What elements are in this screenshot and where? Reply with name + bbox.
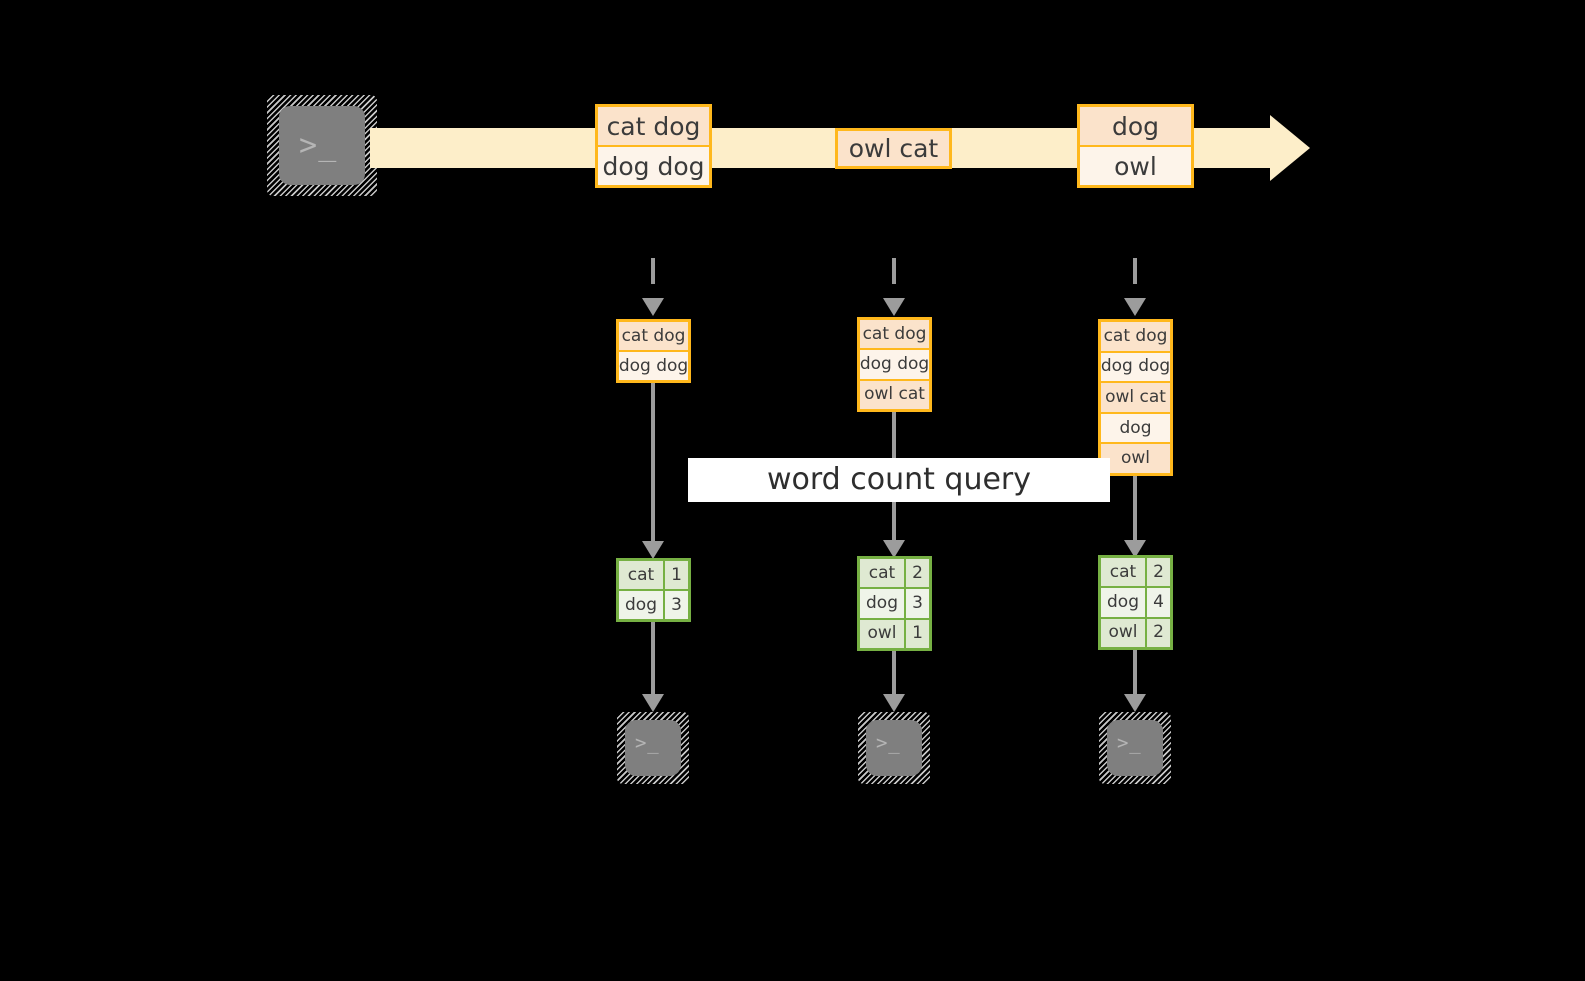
snapshot-3-capture-arrow [1124,258,1146,316]
stream-event-group-2: owl cat [835,128,952,169]
result-word: owl [1101,618,1145,647]
snapshot-input-line: owl cat [860,380,929,409]
result-row: owl 1 [860,619,929,648]
snapshot-input-line: owl [1101,444,1170,473]
result-word: dog [1101,588,1145,617]
result-word: cat [860,559,904,588]
stream-event-line: dog dog [598,147,709,185]
terminal-prompt-glyph: >_ [1117,732,1142,754]
stream-event-line: owl [1080,147,1191,185]
result-count: 3 [665,591,688,619]
terminal-face [625,720,681,776]
stream-event-group-1: cat dog dog dog [595,104,712,188]
result-row: cat 2 [1101,558,1170,587]
snapshot-input-line: dog dog [860,350,929,379]
result-row: cat 1 [619,561,688,589]
stream-event-line: owl cat [838,131,949,166]
terminal-prompt-glyph: >_ [876,732,901,754]
snapshot-input-line: cat dog [1101,322,1170,351]
result-word: dog [860,589,904,618]
stream-event-line: dog [1080,107,1191,145]
stream-event-group-3: dog owl [1077,104,1194,188]
terminal-face [866,720,922,776]
stream-event-line: cat dog [598,107,709,145]
result-word: owl [860,619,904,648]
result-count: 4 [1147,588,1170,617]
result-count: 1 [906,619,929,648]
terminal-prompt-glyph: >_ [635,732,660,754]
snapshot-input-line: dog dog [1101,352,1170,382]
snapshot-3-sink-terminal: >_ [1099,712,1171,784]
snapshot-3-result-table: cat 2 dog 4 owl 2 [1098,555,1173,650]
snapshot-2-input-table: cat dog dog dog owl cat [857,317,932,412]
snapshot-input-line: dog [1101,413,1170,443]
terminal-prompt-glyph: >_ [299,128,338,163]
stream-arrow-head [1270,115,1310,181]
snapshot-input-line: cat dog [860,320,929,349]
result-row: owl 2 [1101,618,1170,647]
snapshot-2-capture-arrow [883,258,905,316]
snapshot-1-result-table: cat 1 dog 3 [616,558,691,622]
result-word: cat [619,561,663,589]
snapshot-3-sink-arrow [1124,650,1146,712]
word-count-query-label: word count query [688,458,1110,502]
snapshot-input-line: dog dog [619,352,688,380]
snapshot-3-input-table: cat dog dog dog owl cat dog owl [1098,319,1173,476]
snapshot-1-query-arrow [642,383,664,559]
result-row: dog 3 [860,589,929,618]
result-count: 2 [906,559,929,588]
snapshot-2-result-table: cat 2 dog 3 owl 1 [857,556,932,651]
snapshot-1-input-table: cat dog dog dog [616,319,691,383]
snapshot-input-line: owl cat [1101,383,1170,412]
result-word: cat [1101,558,1145,587]
result-row: dog 3 [619,591,688,619]
snapshot-2-sink-terminal: >_ [858,712,930,784]
stream-source-terminal: >_ [267,95,377,196]
snapshot-1-sink-arrow [642,622,664,712]
terminal-face [279,106,365,185]
result-count: 2 [1147,618,1170,647]
snapshot-input-line: cat dog [619,322,688,350]
result-word: dog [619,591,663,619]
result-count: 3 [906,589,929,618]
result-count: 1 [665,561,688,589]
snapshot-1-capture-arrow [642,258,664,316]
terminal-face [1107,720,1163,776]
snapshot-3-query-arrow [1124,476,1146,558]
snapshot-1-sink-terminal: >_ [617,712,689,784]
result-count: 2 [1147,558,1170,587]
result-row: dog 4 [1101,588,1170,617]
result-row: cat 2 [860,559,929,588]
snapshot-2-sink-arrow [883,651,905,712]
